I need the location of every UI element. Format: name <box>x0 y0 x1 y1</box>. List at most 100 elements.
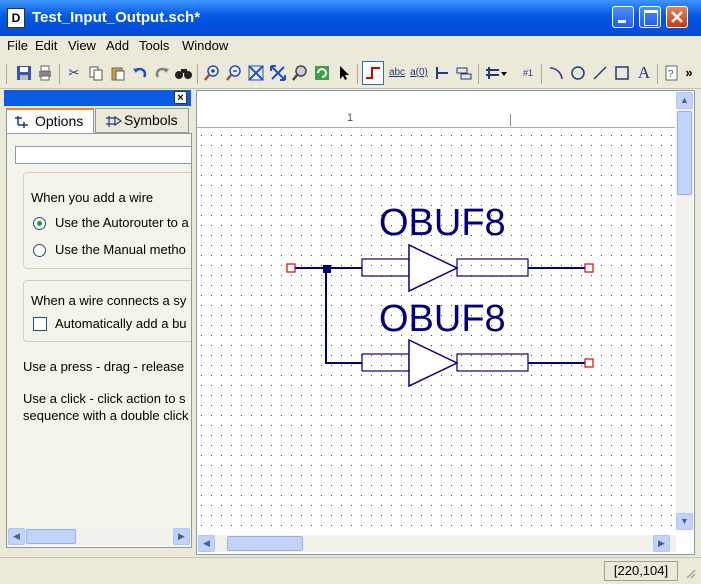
panel-scroll-right-button[interactable]: ▶ <box>173 528 190 545</box>
obuf8-symbol-top[interactable] <box>361 243 529 293</box>
print-icon[interactable] <box>37 65 53 81</box>
menu-edit[interactable]: Edit <box>35 38 58 53</box>
toolbar: ✂ abc a(0) #1 A ? » <box>0 58 701 89</box>
zoom-full-icon[interactable] <box>248 65 264 81</box>
menu-add[interactable]: Add <box>106 38 130 53</box>
add-line-icon[interactable] <box>592 65 608 81</box>
add-circle-icon[interactable] <box>570 65 586 81</box>
canvas-scroll-right-button[interactable]: ▶ <box>653 535 670 552</box>
zoom-fit-icon[interactable] <box>270 65 286 81</box>
toolbar-separator <box>197 64 198 84</box>
output-pin-marker-bottom[interactable] <box>584 358 594 368</box>
schematic-app-icon[interactable]: D <box>7 8 25 28</box>
wire-mode-group: When you add a wire Use the Autorouter t… <box>23 172 191 269</box>
add-text-icon[interactable]: A <box>637 63 651 82</box>
add-instance-name-icon[interactable]: #1 <box>519 65 537 81</box>
tab-symbols[interactable]: Symbols <box>95 108 189 133</box>
sheet-ruler: 1 <box>197 112 675 128</box>
menu-file[interactable]: File <box>7 38 28 53</box>
canvas-scroll-up-button[interactable]: ▲ <box>676 92 693 109</box>
zoom-box-icon[interactable] <box>292 65 308 81</box>
output-pin-marker-top[interactable] <box>584 263 594 273</box>
paste-icon[interactable] <box>110 65 126 81</box>
ruler-label: 1 <box>347 112 354 124</box>
tab-options[interactable]: Options <box>6 108 94 133</box>
minimize-button[interactable] <box>612 6 634 28</box>
redo-icon[interactable] <box>154 65 170 81</box>
symbol-label-top: OBUF8 <box>379 202 506 244</box>
add-wire-button[interactable] <box>362 61 384 85</box>
add-bus-tap-icon[interactable] <box>434 65 450 81</box>
autorouter-radio-label: Use the Autorouter to a <box>55 215 189 230</box>
help-icon[interactable]: ? <box>664 65 680 81</box>
add-bus-icon[interactable]: a(0) <box>410 65 428 81</box>
add-io-marker-icon[interactable] <box>456 65 472 81</box>
canvas-horizontal-scrollbar[interactable]: ◀ ▶ <box>198 535 676 552</box>
find-icon[interactable] <box>175 65 192 81</box>
add-arc-icon[interactable] <box>548 65 564 81</box>
undo-icon[interactable] <box>132 65 148 81</box>
svg-text:?: ? <box>668 69 674 80</box>
obuf8-symbol-bottom[interactable] <box>361 338 529 388</box>
zoom-out-icon[interactable] <box>226 65 242 81</box>
canvas-grid <box>197 128 675 534</box>
canvas-scroll-left-button[interactable]: ◀ <box>198 535 215 552</box>
schematic-drawing: OBUF8 OBUF8 <box>197 128 675 534</box>
wire-junction[interactable] <box>323 265 331 273</box>
canvas-vscroll-thumb[interactable] <box>677 111 692 195</box>
click-click-hint-line1: Use a click - click action to s <box>23 391 186 406</box>
menu-view[interactable]: View <box>68 38 96 53</box>
press-drag-hint: Use a press - drag - release <box>23 359 185 374</box>
wire-mode-group-title: When you add a wire <box>31 190 154 205</box>
status-bar <box>0 557 701 584</box>
manual-radio[interactable] <box>33 244 46 257</box>
cut-icon[interactable]: ✂ <box>68 65 80 80</box>
title-bar: D Test_Input_Output.sch* <box>0 0 701 36</box>
refresh-icon[interactable] <box>314 65 330 81</box>
canvas-hscroll-thumb[interactable] <box>227 536 303 551</box>
toolbar-overflow-button[interactable]: » <box>685 65 693 80</box>
schematic-canvas[interactable]: OBUF8 OBUF8 <box>197 128 675 534</box>
autorouter-radio[interactable] <box>33 217 46 230</box>
auto-add-bus-label: Automatically add a bu <box>55 316 187 331</box>
wire-connect-group-title: When a wire connects a sy <box>31 293 187 308</box>
click-click-hint-line2: sequence with a double click <box>23 408 189 423</box>
save-icon[interactable] <box>16 65 32 81</box>
maximize-icon <box>644 10 658 26</box>
resize-grip[interactable] <box>683 566 697 580</box>
canvas-scroll-down-button[interactable]: ▼ <box>676 513 693 530</box>
toolbar-separator <box>541 64 542 84</box>
panel-horizontal-scrollbar[interactable]: ◀ ▶ <box>8 528 190 545</box>
options-tab-content: When you add a wire Use the Autorouter t… <box>6 133 192 548</box>
tab-options-label: Options <box>35 113 84 129</box>
tab-symbols-label: Symbols <box>124 112 178 128</box>
select-icon[interactable] <box>336 65 352 81</box>
toolbar-grip <box>6 64 7 84</box>
menu-tools[interactable]: Tools <box>139 38 170 53</box>
maximize-button[interactable] <box>639 6 661 28</box>
zoom-in-icon[interactable] <box>204 65 220 81</box>
auto-add-bus-checkbox[interactable] <box>33 317 47 331</box>
canvas-vertical-scrollbar[interactable]: ▲ ▼ <box>676 92 693 530</box>
options-filter-field[interactable] <box>15 146 191 164</box>
close-icon <box>671 11 683 23</box>
close-button[interactable] <box>666 6 688 28</box>
toolbar-separator <box>357 64 358 84</box>
panel-close-button[interactable]: × <box>174 91 187 104</box>
panel-scroll-left-button[interactable]: ◀ <box>8 528 25 545</box>
symbols-icon <box>106 115 123 127</box>
input-pin-marker[interactable] <box>286 263 296 273</box>
copy-icon[interactable] <box>88 65 104 81</box>
panel-scroll-thumb[interactable] <box>26 529 76 544</box>
menu-bar: File Edit View Add Tools Window <box>0 36 701 56</box>
add-symbol-icon[interactable] <box>485 65 507 81</box>
manual-radio-label: Use the Manual metho <box>55 242 186 257</box>
add-net-name-icon[interactable]: abc <box>388 65 406 81</box>
ruler-tick <box>510 114 511 126</box>
menu-window[interactable]: Window <box>182 38 229 53</box>
wire-input-branch[interactable] <box>325 268 362 364</box>
add-rectangle-icon[interactable] <box>614 65 630 81</box>
options-icon <box>15 116 28 128</box>
wire-connect-group: When a wire connects a sy Automatically … <box>23 280 191 342</box>
cursor-coordinates: [220,104] <box>604 561 678 581</box>
